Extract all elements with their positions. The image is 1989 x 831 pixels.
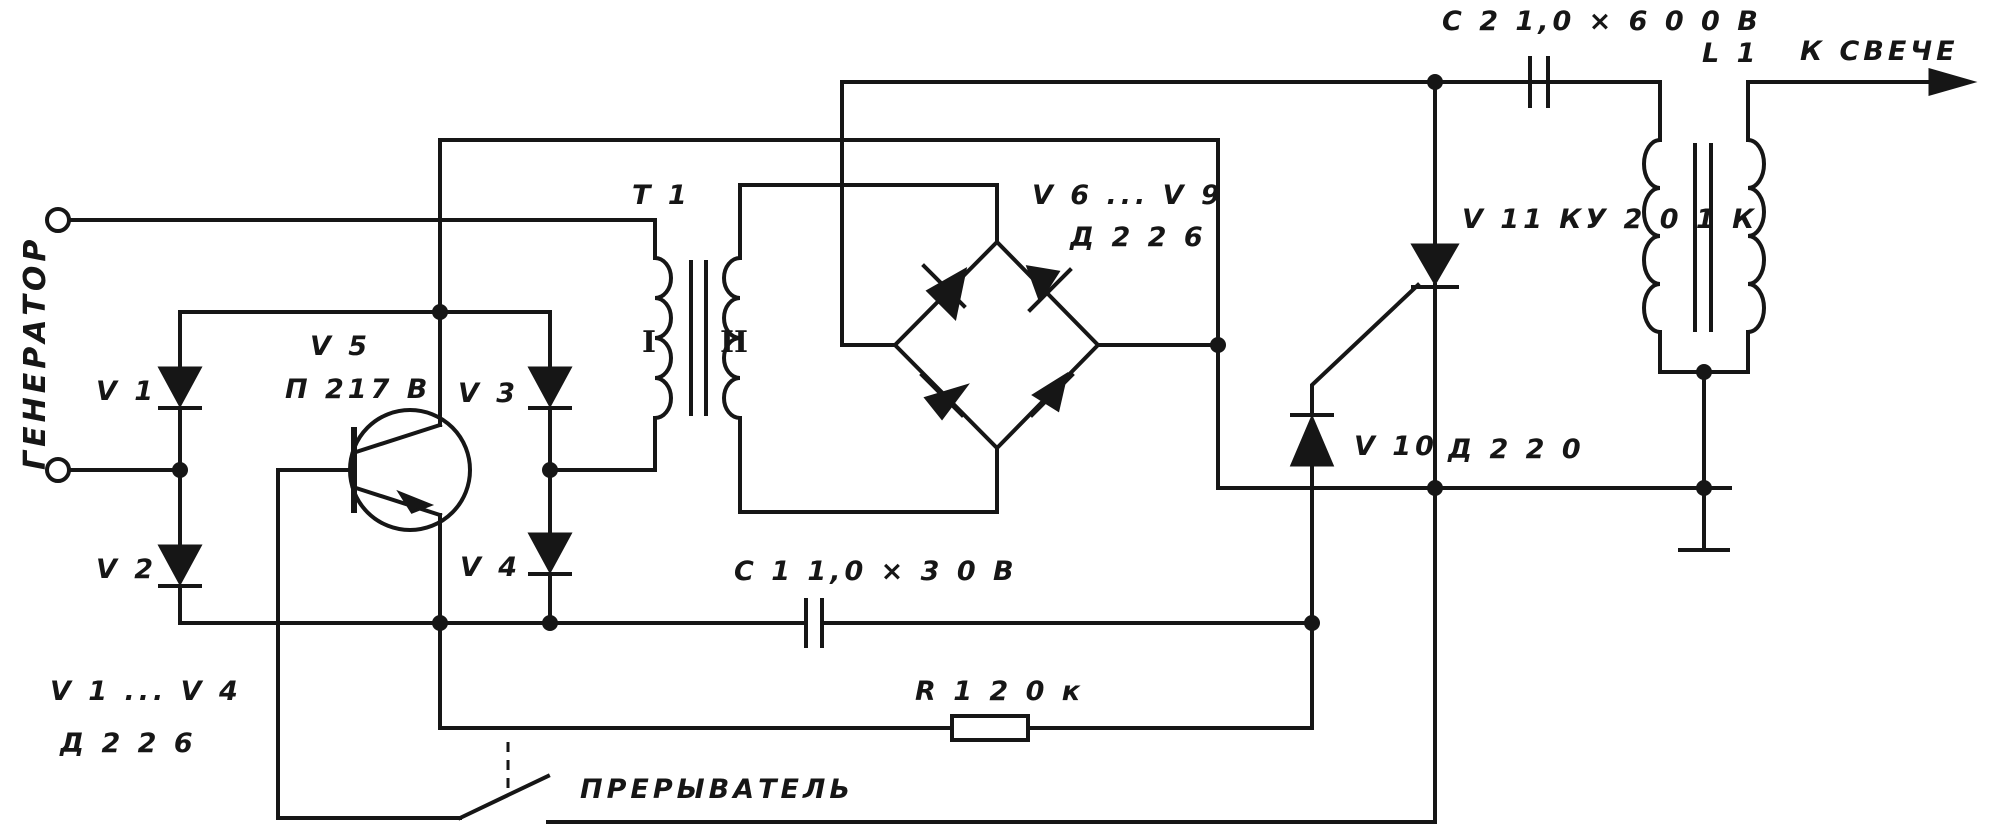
diode-bridge-v6-v9: [840, 239, 1220, 451]
v6-v9-label: V 6 ... V 9: [1032, 180, 1224, 211]
diode-v4: [527, 532, 573, 576]
v1-label: V 1: [96, 376, 157, 407]
v11-label: V 11 КУ 2 0 1 К: [1462, 204, 1758, 235]
wires: [58, 80, 1932, 824]
diode-v10: [1289, 413, 1335, 467]
junction-dots: [172, 74, 1712, 631]
ignition-coil-l1: [1642, 137, 1766, 335]
capacitor-c2: [1528, 56, 1550, 108]
v10-type-label: Д 2 2 0: [1447, 434, 1585, 465]
v6-v9-type-label: Д 2 2 6: [1069, 222, 1207, 253]
labels: ГЕНЕРАТОР V 1 V 2 V 5 П 217 В V 3 V 4 V …: [18, 6, 1959, 805]
interrupter-switch: [457, 742, 551, 821]
v2-label: V 2: [96, 554, 157, 585]
v4-label: V 4: [460, 552, 521, 583]
to-plug-label: К СВЕЧЕ: [1800, 36, 1959, 67]
transistor-v5: [348, 408, 472, 532]
output-arrow-icon: [1928, 68, 1978, 96]
v1-v4-label: V 1 ... V 4: [50, 676, 242, 707]
v5-label: V 5: [310, 331, 371, 362]
c2-label: С 2 1,0 × 6 0 0 В: [1442, 6, 1762, 37]
resistor-r1: [950, 714, 1030, 742]
winding-i-label: I: [642, 325, 656, 360]
winding-ii-label: II: [720, 325, 748, 360]
diode-v2: [157, 544, 203, 588]
generator-terminals: [45, 207, 71, 483]
v1-v4-type-label: Д 2 2 6: [59, 728, 197, 759]
transformer-t1: [652, 255, 743, 421]
v10-label: V 10: [1354, 431, 1438, 462]
thyristor-v11: [1410, 243, 1460, 289]
diode-v1: [157, 366, 203, 410]
generator-label: ГЕНЕРАТОР: [18, 236, 53, 470]
t1-label: Т 1: [632, 180, 691, 211]
diode-v3: [527, 366, 573, 410]
l1-label: L 1: [1702, 38, 1759, 69]
interrupter-label: ПРЕРЫВАТЕЛЬ: [580, 774, 854, 805]
c1-label: С 1 1,0 × 3 0 В: [734, 556, 1018, 587]
v3-label: V 3: [458, 378, 519, 409]
v5-type-label: П 217 В: [285, 374, 431, 405]
capacitor-c1: [804, 598, 824, 648]
r1-label: R 1 2 0 к: [915, 676, 1084, 707]
